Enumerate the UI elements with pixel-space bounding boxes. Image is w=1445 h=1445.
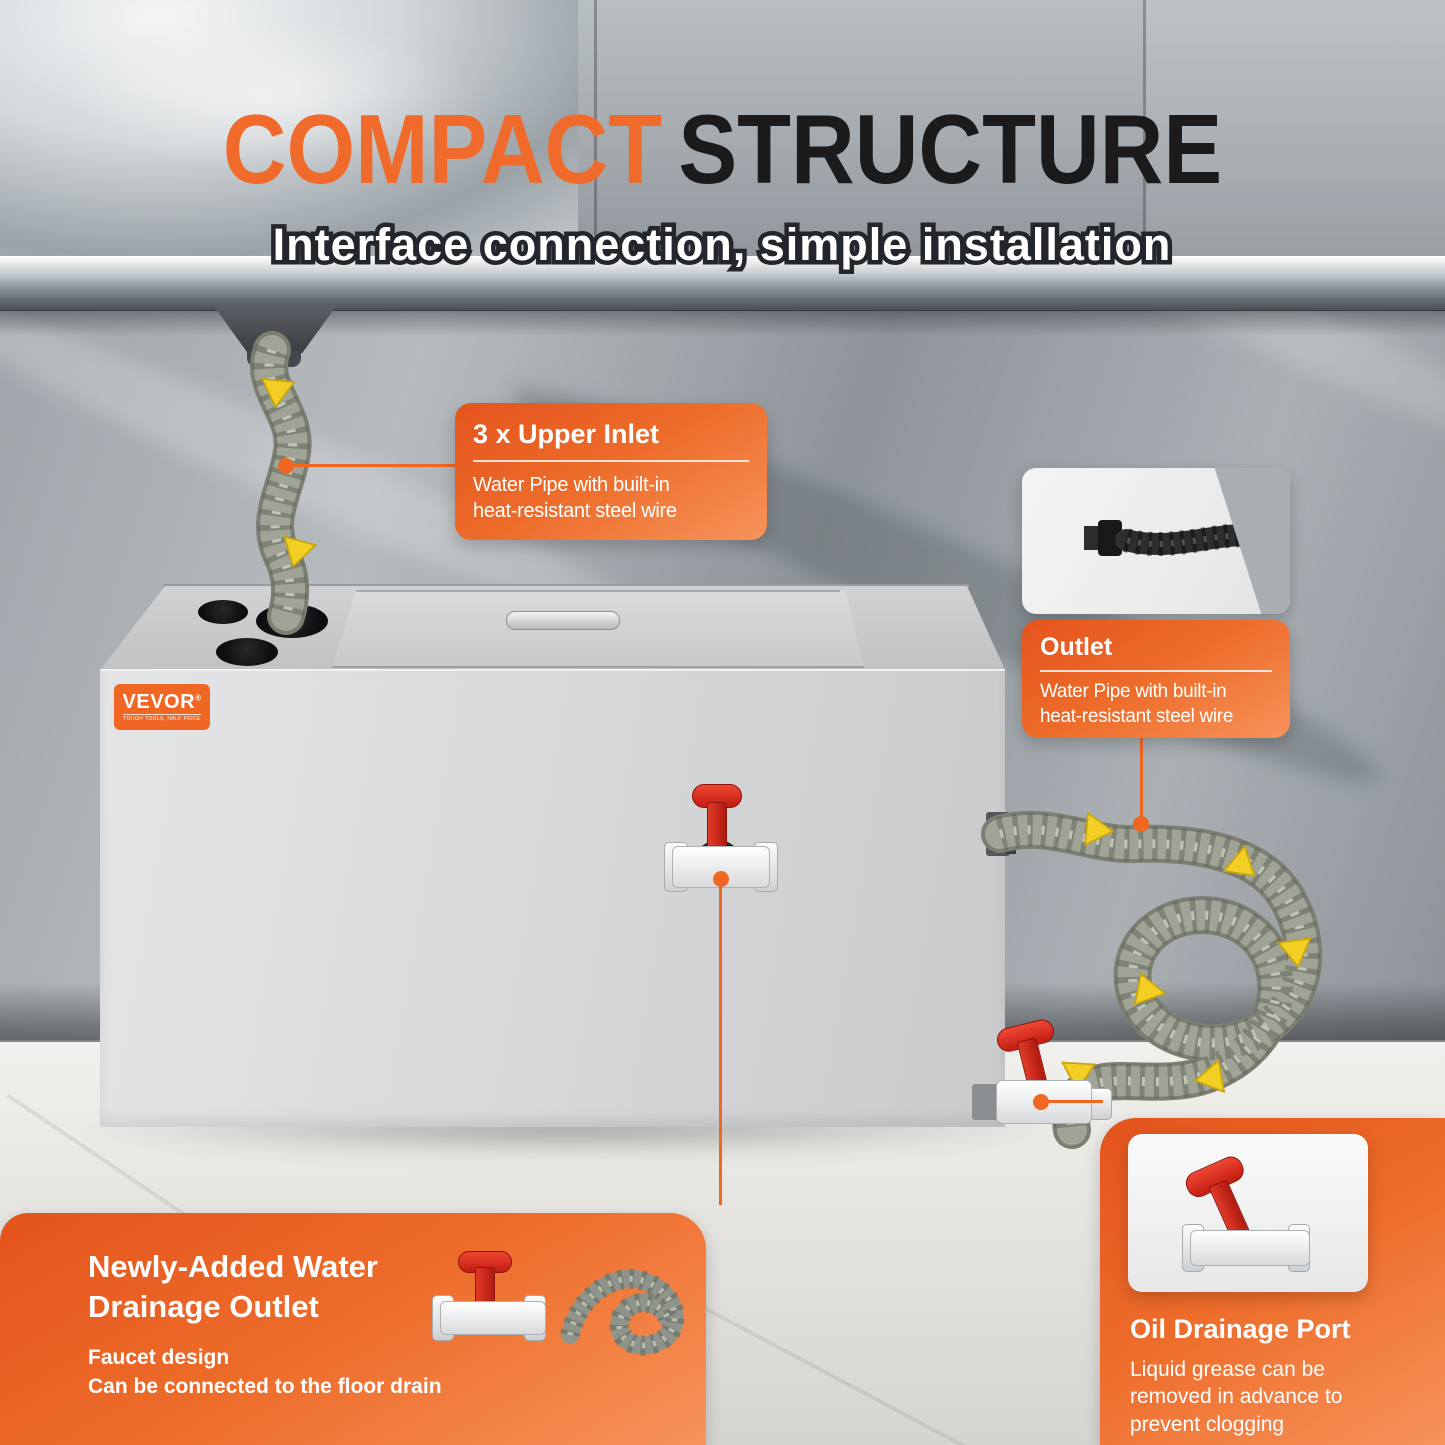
connector-line	[1140, 738, 1143, 820]
panel-seam	[594, 0, 597, 262]
connector-dot	[713, 871, 729, 887]
subtitle: Interface connection, simple installatio…	[268, 215, 1175, 275]
lid-edge	[332, 666, 864, 668]
title-word-compact: COMPACT	[222, 94, 663, 204]
outlet-photo	[1022, 468, 1290, 614]
valve-handle	[692, 784, 742, 808]
callout-upper-inlet: 3 x Upper Inlet Water Pipe with built-in…	[455, 403, 767, 540]
rail-shadow	[0, 310, 1445, 336]
callout-title: 3 x Upper Inlet	[473, 419, 660, 449]
hose-product-photo	[560, 1268, 685, 1356]
counter-rail	[0, 256, 1445, 311]
brand-tagline: TOUGH TOOLS, HALF PRICE	[123, 714, 201, 722]
lid-handle	[506, 611, 620, 630]
callout-title: Newly-Added Water Drainage Outlet	[88, 1249, 378, 1324]
connector-line	[719, 885, 722, 1205]
subtitle-text: Interface connection, simple installatio…	[273, 219, 1172, 270]
inlet-hole	[216, 638, 278, 666]
callout-desc: Liquid grease can be removed in advance …	[1130, 1358, 1343, 1436]
callout-oil-drainage: Oil Drainage Port Liquid grease can be r…	[1100, 1118, 1445, 1445]
connector-line	[288, 464, 455, 467]
title-word-structure: STRUCTURE	[678, 94, 1223, 204]
oil-drainage-valve	[972, 1017, 1124, 1132]
callout-desc: Water Pipe with built-in heat-resistant …	[1040, 681, 1234, 727]
oil-valve-photo	[1128, 1134, 1368, 1292]
callout-outlet: Outlet Water Pipe with built-in heat-res…	[1022, 620, 1290, 738]
inlet-hole	[198, 600, 248, 624]
panel-highlight	[1143, 0, 1445, 262]
panel-seam	[1143, 0, 1146, 262]
sink-reflection	[60, 20, 480, 170]
callout-water-drainage: Newly-Added Water Drainage Outlet Faucet…	[0, 1213, 706, 1445]
connector-dot	[1133, 816, 1149, 832]
floor-seam	[669, 1288, 1131, 1445]
sink-underside	[0, 0, 578, 268]
callout-divider	[473, 460, 749, 462]
valve-product-photo	[426, 1245, 558, 1353]
connector-line	[1047, 1100, 1103, 1103]
water-drainage-valve	[664, 778, 794, 893]
wall-panel	[578, 0, 1445, 262]
valve-stem	[707, 802, 727, 850]
callout-desc: Faucet design Can be connected to the fl…	[88, 1346, 442, 1398]
callout-title: Outlet	[1040, 633, 1113, 661]
callout-divider	[1040, 670, 1272, 672]
vevor-logo: VEVOR® TOUGH TOOLS, HALF PRICE	[114, 684, 210, 730]
grease-trap-front	[100, 669, 1005, 1127]
brand-name: VEVOR®	[122, 691, 202, 713]
callout-title: Oil Drainage Port	[1130, 1314, 1351, 1344]
callout-desc: Water Pipe with built-in heat-resistant …	[473, 474, 677, 522]
valve-body	[440, 1301, 546, 1335]
lid-edge	[356, 590, 840, 592]
sink-drain-stub	[247, 351, 301, 367]
box-top-edge	[163, 584, 969, 587]
valve-body	[1190, 1230, 1310, 1266]
registered-mark: ®	[195, 693, 202, 703]
inlet-hole	[256, 604, 328, 638]
